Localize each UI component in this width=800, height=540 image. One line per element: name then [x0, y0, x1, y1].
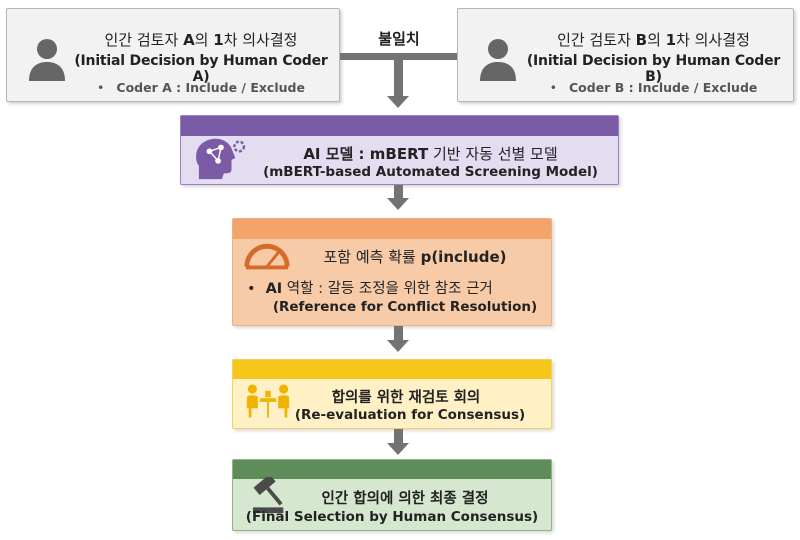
- reevaluation-box: 합의를 위한 재검토 회의 (Re-evaluation for Consens…: [232, 359, 552, 429]
- arrow-down: [387, 443, 409, 455]
- arrow-down: [387, 96, 409, 108]
- ai-model-title: AI 모델 : mBERT 기반 자동 선별 모델: [303, 145, 558, 163]
- person-icon: [480, 39, 516, 81]
- connector-vertical: [394, 429, 403, 444]
- probability-box: 포함 예측 확률 p(include) •AI 역할 : 갈등 조정을 위한 참…: [232, 218, 552, 326]
- coder-b-subtitle: (Initial Decision by Human Coder B): [526, 53, 781, 85]
- connector-vertical: [394, 56, 403, 96]
- gauge-icon: [244, 244, 290, 270]
- final-header: [233, 460, 551, 479]
- probability-header: [233, 219, 551, 239]
- reevaluation-subtitle: (Re-evaluation for Consensus): [294, 407, 526, 423]
- final-box: 인간 합의에 의한 최종 결정 (Final Selection by Huma…: [232, 459, 552, 531]
- coder-a-subtitle: (Initial Decision by Human Coder A): [74, 53, 328, 85]
- meeting-icon: [246, 384, 290, 418]
- probability-title: 포함 예측 확률 p(include): [323, 248, 507, 266]
- arrow-down: [387, 198, 409, 210]
- ai-model-header: [181, 116, 618, 136]
- coder-a-box: 인간 검토자 A의 1차 의사결정 (Initial Decision by H…: [6, 8, 340, 102]
- final-title: 인간 합의에 의한 최종 결정: [321, 491, 489, 507]
- final-subtitle: (Final Selection by Human Consensus): [245, 509, 539, 525]
- connector-vertical: [394, 326, 403, 341]
- disagreement-label: 불일치: [378, 30, 420, 48]
- gavel-icon: [252, 477, 284, 514]
- arrow-down: [387, 340, 409, 352]
- coder-b-box: 인간 검토자 B의 1차 의사결정 (Initial Decision by H…: [457, 8, 794, 102]
- ai-role-line: •AI 역할 : 갈등 조정을 위한 참조 근거: [247, 281, 493, 297]
- ai-brain-icon: [196, 138, 246, 180]
- ai-model-subtitle: (mBERT-based Automated Screening Model): [263, 164, 598, 180]
- coder-a-title: 인간 검토자 A의 1차 의사결정: [104, 31, 298, 49]
- coder-b-detail: •Coder B : Include / Exclude: [549, 80, 758, 95]
- connector-vertical: [394, 185, 403, 199]
- probability-subtitle: (Reference for Conflict Resolution): [272, 299, 538, 315]
- coder-b-title: 인간 검토자 B의 1차 의사결정: [557, 31, 750, 49]
- ai-model-box: AI 모델 : mBERT 기반 자동 선별 모델 (mBERT-based A…: [180, 115, 619, 185]
- coder-a-detail: •Coder A : Include / Exclude: [97, 80, 305, 95]
- reevaluation-title: 합의를 위한 재검토 회의: [331, 390, 481, 406]
- person-icon: [29, 39, 65, 81]
- reevaluation-header: [233, 360, 551, 379]
